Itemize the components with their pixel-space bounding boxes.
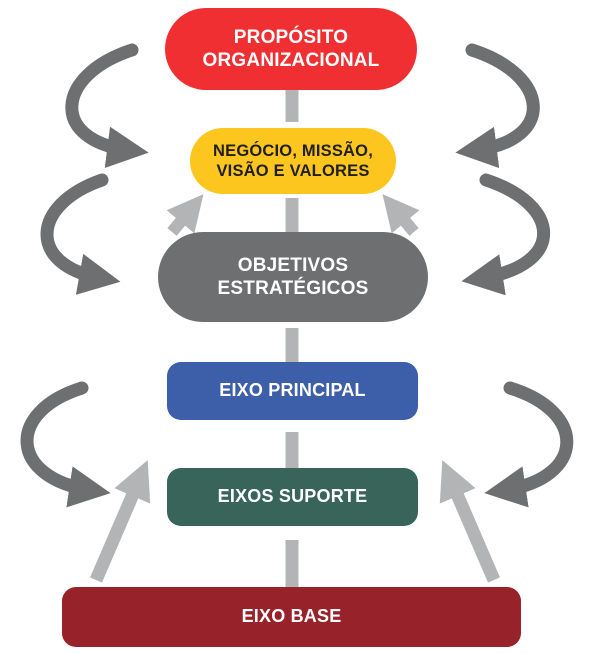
curved-feedback-arrow-icon [461, 173, 550, 296]
node-label: EIXO BASE [241, 606, 342, 627]
node-eixo-principal: EIXO PRINCIPAL [167, 362, 418, 420]
node-label: OBJETIVOS ESTRATÉGICOS [217, 254, 369, 299]
curved-feedback-arrow-icon [484, 381, 574, 508]
diagonal-arrow-icon [439, 460, 500, 583]
diagonal-arrow-icon [382, 194, 420, 236]
node-eixos-suporte: EIXOS SUPORTE [167, 468, 418, 526]
node-proposito-organizacional: PROPÓSITO ORGANIZACIONAL [165, 8, 417, 90]
curved-feedback-arrow-icon [40, 173, 121, 295]
curved-feedback-arrow-icon [455, 43, 540, 169]
node-label: PROPÓSITO ORGANIZACIONAL [202, 26, 380, 71]
curved-feedback-arrow-icon [20, 381, 111, 508]
curved-feedback-arrow-icon [65, 43, 149, 168]
diagonal-arrow-icon [90, 460, 151, 583]
node-label: EIXO PRINCIPAL [219, 380, 366, 401]
node-eixo-base: EIXO BASE [62, 587, 521, 647]
node-label: EIXOS SUPORTE [217, 486, 368, 507]
node-label: NEGÓCIO, MISSÃO, VISÃO E VALORES [213, 141, 373, 180]
diagonal-arrow-icon [166, 194, 204, 236]
node-negocio-missao-visao-valores: NEGÓCIO, MISSÃO, VISÃO E VALORES [190, 128, 396, 194]
node-objetivos-estrategicos: OBJETIVOS ESTRATÉGICOS [158, 232, 428, 322]
